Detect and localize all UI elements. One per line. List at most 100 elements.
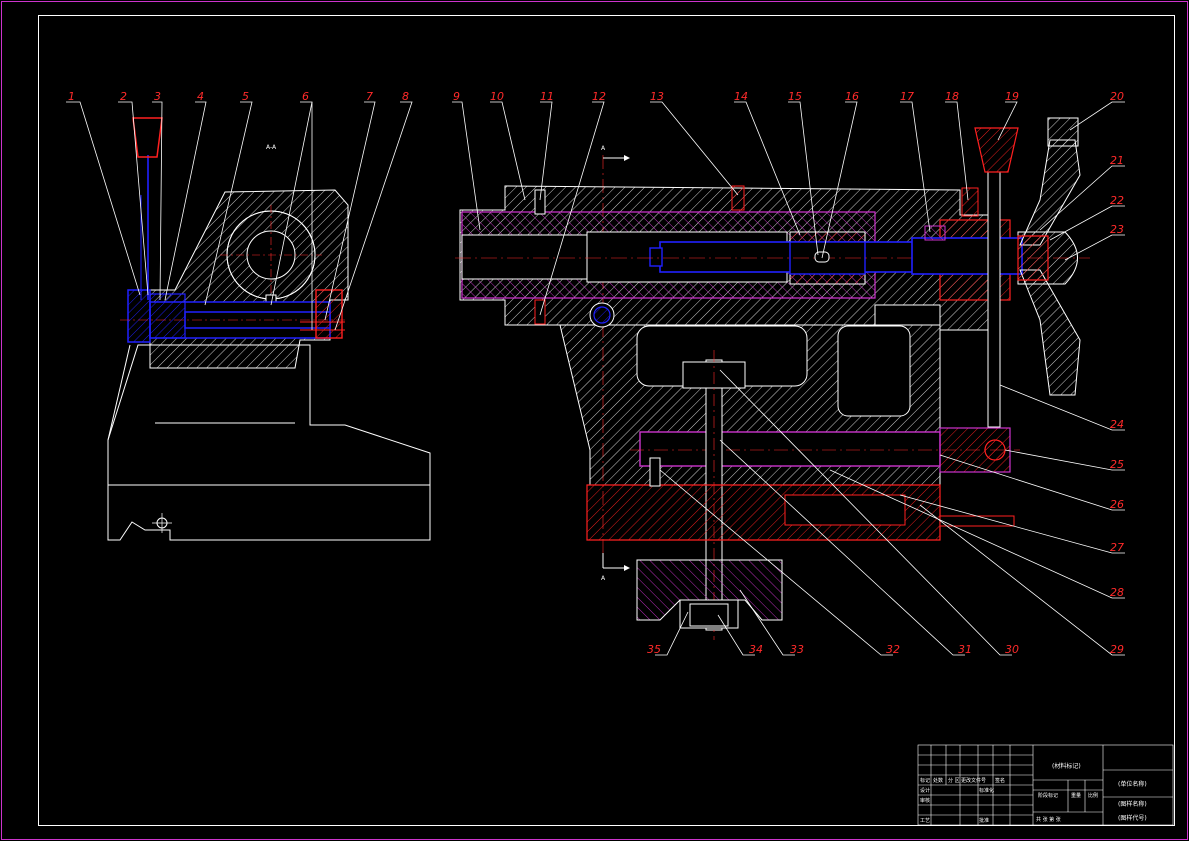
tb-row-zone: 分 区 — [948, 777, 960, 784]
leader-25 — [1004, 449, 1125, 471]
callout-34: 34 — [749, 643, 763, 656]
hand-lever-knob — [974, 127, 1019, 173]
cross-rod — [639, 431, 941, 467]
leader-20 — [1069, 101, 1125, 131]
callout-3: 3 — [154, 90, 161, 103]
callout-13: 13 — [650, 90, 664, 103]
top-bolt — [731, 185, 745, 211]
tongue-27 — [939, 515, 1015, 527]
base-plate-key — [649, 457, 661, 487]
callout-17: 17 — [900, 90, 914, 103]
leader-24 — [999, 384, 1125, 431]
bearing-shaft — [911, 237, 1023, 275]
t-block-nut-inner — [689, 603, 729, 627]
column-window-2 — [837, 325, 911, 417]
callout-11: 11 — [540, 90, 554, 103]
sleeve-bore — [461, 234, 588, 280]
callout-32: 32 — [886, 643, 900, 656]
handwheel-spoke-top — [1019, 139, 1081, 246]
leader-13 — [650, 101, 739, 196]
key-11 — [534, 189, 546, 215]
callout-1: 1 — [68, 90, 75, 103]
callout-31: 31 — [958, 643, 972, 656]
callout-28: 28 — [1110, 586, 1124, 599]
callout-7: 7 — [366, 90, 373, 103]
callout-14: 14 — [734, 90, 748, 103]
title-block-text: (材料标记) (单位名称) (图样名称) (图样代号) 阶段标记 重量 比例 共… — [920, 762, 1147, 824]
section-arrow-label-bot: A — [601, 575, 606, 582]
leader-21 — [1039, 165, 1125, 231]
callout-30: 30 — [1005, 643, 1019, 656]
leader-11 — [539, 101, 553, 201]
bearing-cap — [961, 187, 979, 217]
leader-23 — [1064, 234, 1125, 261]
callout-18: 18 — [945, 90, 959, 103]
callout-labels: 1 2 3 4 5 6 7 8 9 10 11 12 13 14 15 16 1… — [68, 90, 1124, 656]
main-view: A A — [455, 117, 1090, 640]
leader-15 — [788, 101, 819, 256]
leader-29 — [919, 504, 1125, 656]
callout-4: 4 — [197, 90, 204, 103]
callout-20: 20 — [1110, 90, 1124, 103]
tb-row-count: 处数 — [933, 777, 943, 784]
tb-drawing-name: (图样名称) — [1118, 800, 1147, 808]
callout-19: 19 — [1005, 90, 1019, 103]
tb-sheets: 共 张 第 张 — [1036, 816, 1061, 823]
callout-26: 26 — [1110, 498, 1124, 511]
section-arrow-bot-head — [624, 565, 630, 571]
clamp-collar — [149, 293, 186, 339]
leader-27 — [899, 494, 1125, 554]
handwheel-hub-red — [1017, 235, 1049, 281]
bearing-collar — [924, 225, 946, 241]
leader-26 — [939, 454, 1125, 511]
section-label: A-A — [266, 144, 277, 151]
key-12 — [534, 299, 546, 325]
tb-row-design: 设计 — [920, 787, 930, 794]
callout-2: 2 — [120, 90, 127, 103]
leader-19 — [997, 101, 1018, 141]
t-block — [636, 559, 783, 621]
leader-4 — [164, 101, 207, 301]
leader-35 — [655, 611, 689, 656]
callout-25: 25 — [1110, 458, 1124, 471]
section-view-a-a: A-A — [107, 117, 431, 541]
leader-2 — [118, 101, 149, 296]
tb-drawing-code: (图样代号) — [1118, 814, 1147, 822]
base-foot — [107, 485, 431, 541]
tb-row-approve: 批准 — [979, 817, 989, 824]
leader-30 — [719, 369, 1012, 656]
callout-21: 21 — [1110, 154, 1124, 167]
leader-22 — [1049, 205, 1125, 241]
callout-16: 16 — [845, 90, 859, 103]
leader-18 — [945, 101, 969, 201]
leader-5 — [204, 101, 253, 306]
callout-33: 33 — [790, 643, 804, 656]
leader-17 — [900, 101, 931, 233]
callout-24: 24 — [1110, 418, 1124, 431]
tb-row-change: 更改文件号 — [961, 777, 986, 784]
callout-23: 23 — [1110, 223, 1124, 236]
callout-15: 15 — [788, 90, 802, 103]
tb-stage: 阶段标记 — [1038, 792, 1058, 799]
leader-12 — [539, 101, 605, 316]
column-pin-inner — [593, 306, 611, 324]
callout-5: 5 — [242, 90, 249, 103]
leader-31 — [719, 439, 965, 656]
callout-12: 12 — [592, 90, 606, 103]
tb-row-standard: 标准化 — [979, 787, 994, 794]
leader-1 — [66, 101, 141, 296]
housing-seam — [107, 344, 131, 441]
leader-8 — [334, 101, 413, 331]
base-plate-slot — [784, 494, 906, 526]
tb-row-mark: 标记 — [920, 777, 930, 784]
inner-frame — [38, 15, 1175, 826]
callout-27: 27 — [1110, 541, 1124, 554]
leader-7 — [324, 101, 376, 321]
leader-32 — [659, 469, 893, 656]
section-arrow-top-head — [624, 155, 630, 161]
leader-10 — [490, 101, 526, 201]
callout-29: 29 — [1110, 643, 1124, 656]
lead-screw-end — [649, 247, 663, 267]
